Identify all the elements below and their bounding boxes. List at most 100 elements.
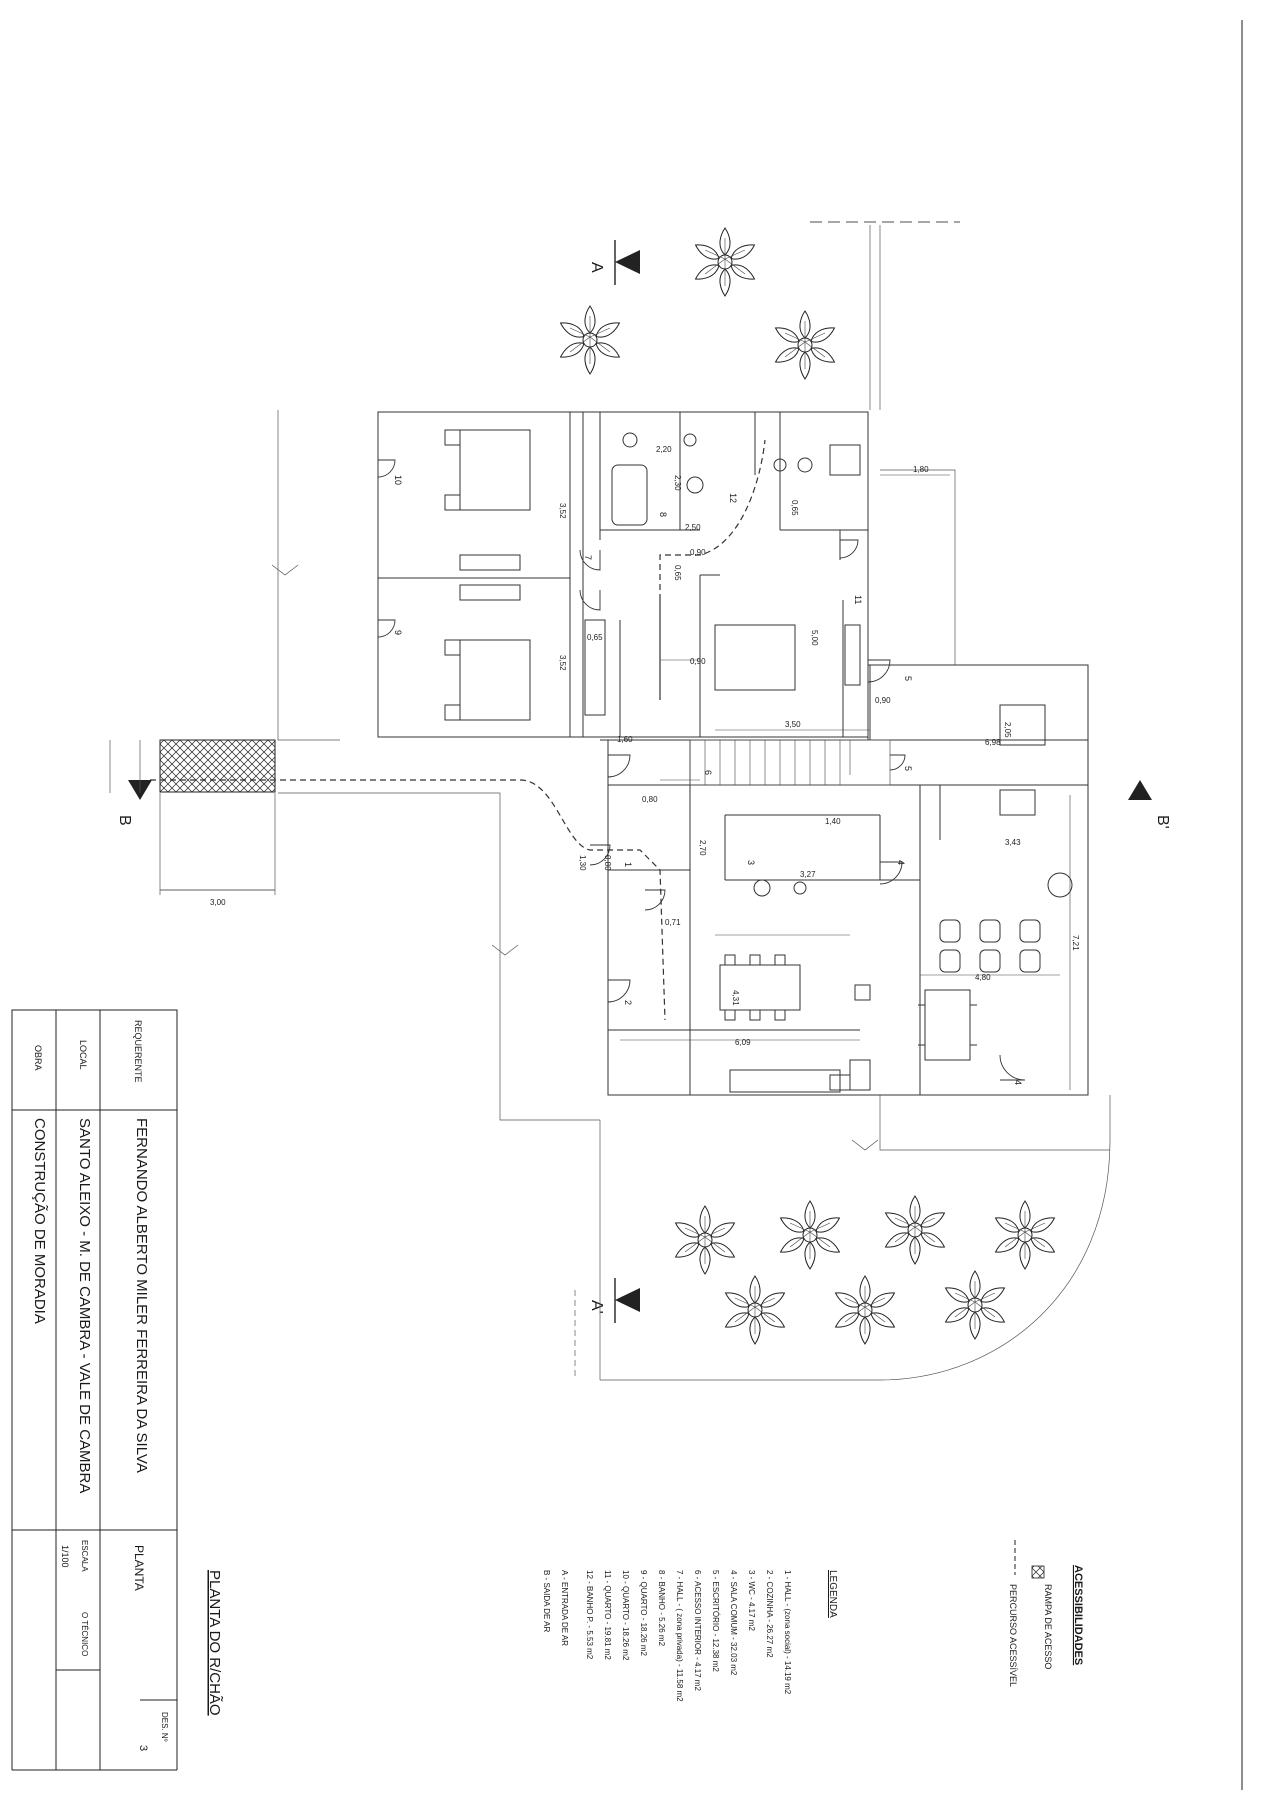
room-number: 7 — [583, 555, 593, 560]
legend-item: 6 - ACESSO INTERIOR - 4.17 m2 — [693, 1570, 702, 1691]
section-label: A — [588, 262, 605, 273]
tree-icon — [777, 1200, 843, 1270]
dimension-label: 2,70 — [698, 840, 707, 856]
access-ramp — [159, 739, 276, 793]
dimension-label: 2,05 — [1003, 722, 1012, 738]
dimension-label: 3,00 — [210, 898, 226, 907]
stair — [689, 739, 891, 786]
obra-label: OBRA — [33, 1045, 43, 1071]
dimension-label: 6,98 — [985, 738, 1001, 747]
requerente-value: FERNANDO ALBERTO MILER FERREIRA DA SILVA — [133, 1118, 150, 1473]
room-number: 10 — [393, 475, 403, 485]
section-mark-a-bottom: A' — [574, 1278, 640, 1380]
accessible-route — [150, 439, 766, 1021]
room-number: 1 — [623, 862, 633, 867]
title-block-text: REQUERENTE LOCAL OBRA FERNANDO ALBERTO M… — [31, 1020, 223, 1751]
legend-item: 4 - SALA COMUM - 32.03 m2 — [729, 1570, 738, 1676]
legend-item: 8 - BANHO - 5.26 m2 — [657, 1570, 666, 1647]
legend-item: 5 - ESCRITÓRIO - 12.38 m2 — [711, 1570, 720, 1672]
room-number: 3 — [746, 860, 756, 865]
dimension-label: 0,90 — [690, 657, 706, 666]
tree-icon — [772, 310, 838, 380]
legend-heading: LEGENDA — [827, 1570, 838, 1618]
dimension-labels: 1,80 2,20 3,52 3,52 2,30 0,65 5,00 0,90 … — [210, 445, 1080, 1047]
dimension-lines — [160, 474, 1071, 1090]
legend-item: 1 - HALL - (zona social) - 14.19 m2 — [783, 1570, 792, 1695]
tecnico-label: O TÉCNICO — [80, 1612, 89, 1656]
dimension-label: 2,20 — [656, 445, 672, 454]
dimension-label: 4,80 — [975, 973, 991, 982]
legend-item: 12 - BANHO P. - 5.53 m2 — [585, 1570, 594, 1660]
local-value: SANTO ALEIXO - M. DE CAMBRA - VALE DE CA… — [76, 1118, 93, 1493]
dimension-label: 3,50 — [785, 720, 801, 729]
dimension-label: 0,90 — [690, 548, 706, 557]
legend: LEGENDA 1 - HALL - (zona social) - 14.19… — [542, 1570, 838, 1702]
room-number: 9 — [393, 630, 403, 635]
section-mark-a-top: A — [588, 240, 640, 285]
des-value: 3 — [137, 1745, 149, 1751]
room-numbers: 1 2 3 4 4 5 5 6 7 8 9 10 11 12 — [393, 475, 1023, 1085]
bed — [459, 639, 531, 721]
requerente-label: REQUERENTE — [133, 1020, 143, 1083]
section-label: A' — [588, 1300, 605, 1314]
legend-item: 3 - WC - 4.17 m2 — [747, 1570, 756, 1631]
room-number: 4 — [1013, 1080, 1023, 1085]
tree-icon — [692, 227, 758, 297]
dimension-label: 1,30 — [578, 855, 587, 871]
dimension-label: 3,27 — [800, 870, 816, 879]
section-label: B — [116, 815, 133, 826]
des-label: DES. Nº — [160, 1712, 169, 1742]
sheet-title: PLANTA DO R/CHÃO — [206, 1570, 223, 1716]
doors — [377, 459, 1026, 1081]
furniture — [444, 429, 1073, 1093]
room-number: 11 — [853, 595, 863, 604]
section-label: B' — [1154, 815, 1171, 829]
building-walls — [377, 411, 1089, 1096]
dimension-label: 0,80 — [603, 855, 612, 871]
tree-icon — [557, 305, 623, 375]
ramp-symbol — [1031, 1565, 1045, 1579]
dimension-label: 6,09 — [735, 1038, 751, 1047]
dimension-label: 5,00 — [810, 630, 819, 646]
room-number: 5 — [903, 676, 913, 681]
legend-item: 7 - HALL - ( zona privada) - 11.58 m2 — [675, 1570, 684, 1702]
bed — [459, 429, 531, 511]
dimension-label: 3,52 — [558, 655, 567, 671]
room-number: 4 — [896, 860, 906, 865]
dimension-label: 0,65 — [790, 500, 799, 516]
legend-item: 9 - QUARTO - 18.26 m2 — [639, 1570, 648, 1657]
accessibility-heading: ACESSIBILIDADES — [1072, 1565, 1084, 1665]
dimension-label: 1,40 — [825, 817, 841, 826]
section-mark-b-right: B' — [1128, 780, 1171, 829]
dimension-label: 0,71 — [665, 918, 681, 927]
dimension-label: 3,52 — [558, 503, 567, 519]
tree-icon — [832, 1275, 898, 1345]
dimension-label: 0,90 — [875, 696, 891, 705]
room-number: 6 — [703, 770, 713, 775]
accessibility-item: PERCURSO ACESSÍVEL — [1008, 1584, 1018, 1687]
room-number: 5 — [903, 766, 913, 771]
dimension-label: 2,50 — [685, 523, 701, 532]
dimension-label: 4,31 — [731, 990, 740, 1006]
dimension-label: 3,43 — [1005, 838, 1021, 847]
room-number: 12 — [728, 493, 738, 503]
dimension-label: 2,30 — [673, 475, 682, 491]
escala-value: 1/100 — [60, 1545, 70, 1568]
room-number: 8 — [658, 512, 668, 517]
tree-icon — [992, 1200, 1058, 1270]
legend-item: 10 - QUARTO - 18.26 m2 — [621, 1570, 630, 1661]
site-lines — [109, 221, 1111, 1381]
local-label: LOCAL — [78, 1040, 88, 1070]
legend-item: A - ENTRADA DE AR — [560, 1570, 569, 1646]
legend-item: 11 - QUARTO - 19.81 m2 — [603, 1570, 612, 1660]
dimension-label: 0,65 — [673, 565, 682, 581]
dimension-label: 0,80 — [642, 795, 658, 804]
room-number: 2 — [623, 1000, 633, 1005]
accessibility-block: ACESSIBILIDADES RAMPA DE ACESSO PERCURSO… — [1008, 1540, 1084, 1687]
tree-icon — [942, 1270, 1008, 1340]
section-mark-b-left: B — [116, 780, 152, 826]
legend-item: 2 - COZINHA - 26.27 m2 — [765, 1570, 774, 1658]
accessibility-item: RAMPA DE ACESSO — [1043, 1584, 1053, 1669]
tree-icon — [722, 1275, 788, 1345]
